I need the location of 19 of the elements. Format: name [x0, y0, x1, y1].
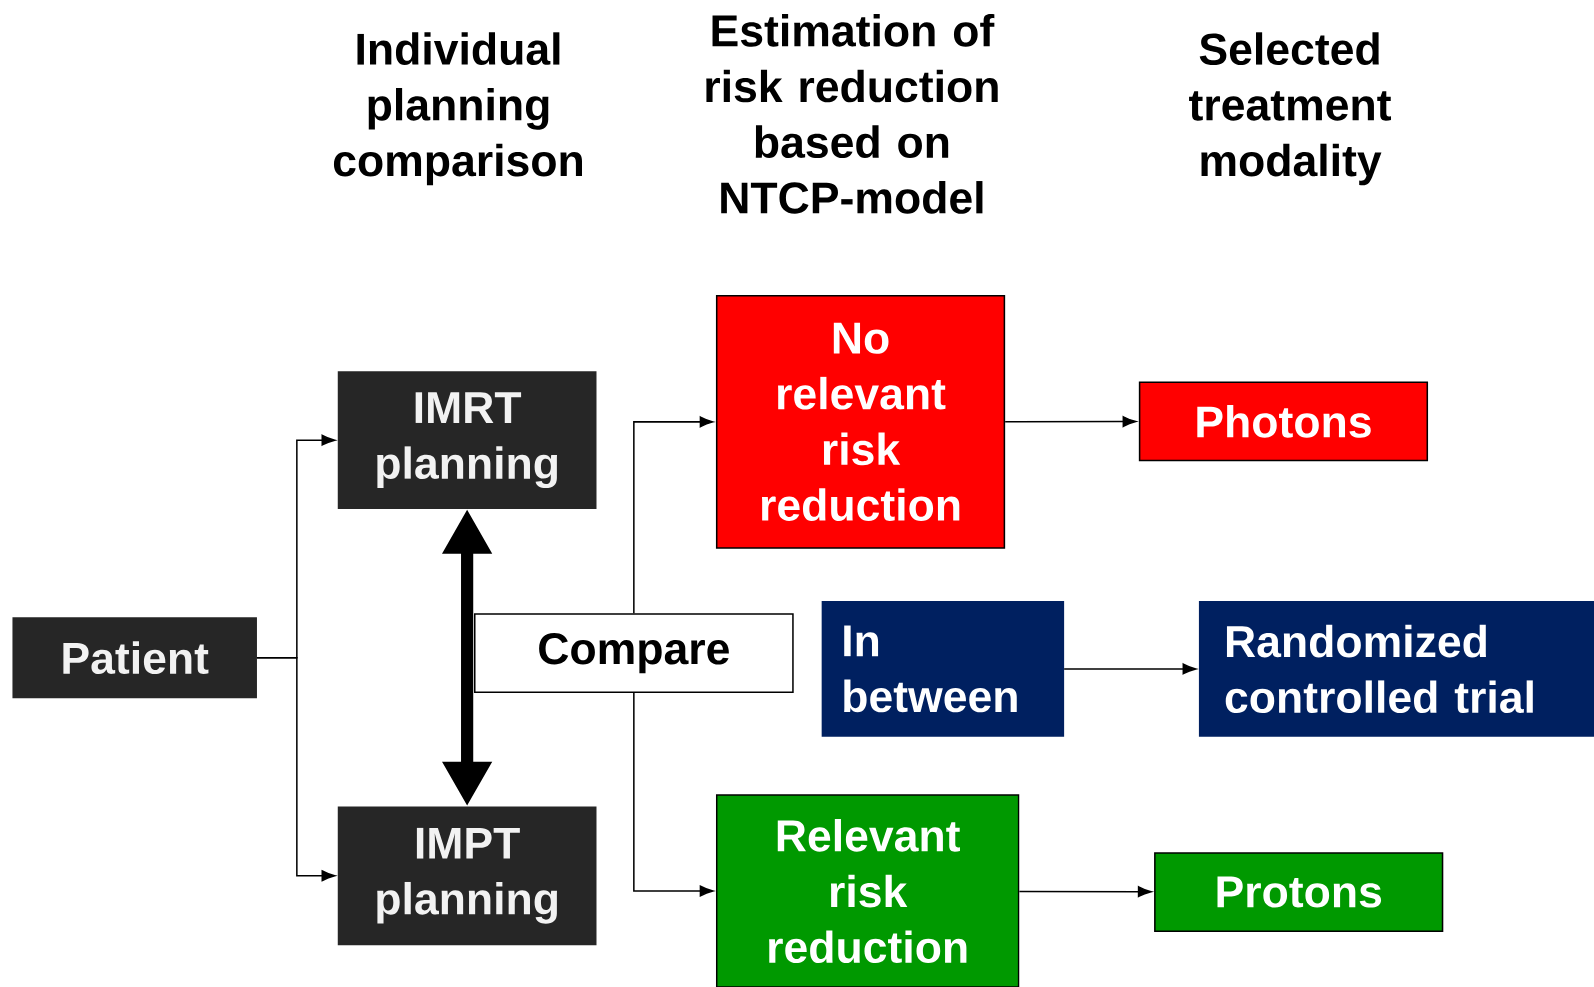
process-box: Randomized controlled trial — [1198, 601, 1594, 737]
arrow — [633, 416, 714, 614]
process-box: No relevant risk reduction — [715, 295, 1006, 549]
process-box: Compare — [474, 613, 794, 693]
column-heading: Estimation of risk reduction based on NTCP-model — [706, 13, 998, 214]
process-box: IMRT planning — [337, 371, 597, 509]
column-heading: Individual planning comparison — [333, 32, 582, 186]
process-box: Relevant risk reduction — [715, 794, 1020, 987]
column-heading: Selected treatment modality — [1189, 32, 1391, 186]
arrow — [1063, 663, 1197, 675]
process-box: In between — [821, 601, 1065, 737]
process-box: Protons — [1154, 852, 1444, 932]
process-box: Patient — [12, 617, 257, 699]
arrow — [633, 692, 714, 897]
process-box: IMPT planning — [337, 806, 597, 946]
arrow — [256, 656, 336, 882]
process-box: Photons — [1138, 381, 1429, 462]
arrow — [1004, 416, 1137, 428]
arrow — [1018, 886, 1152, 898]
